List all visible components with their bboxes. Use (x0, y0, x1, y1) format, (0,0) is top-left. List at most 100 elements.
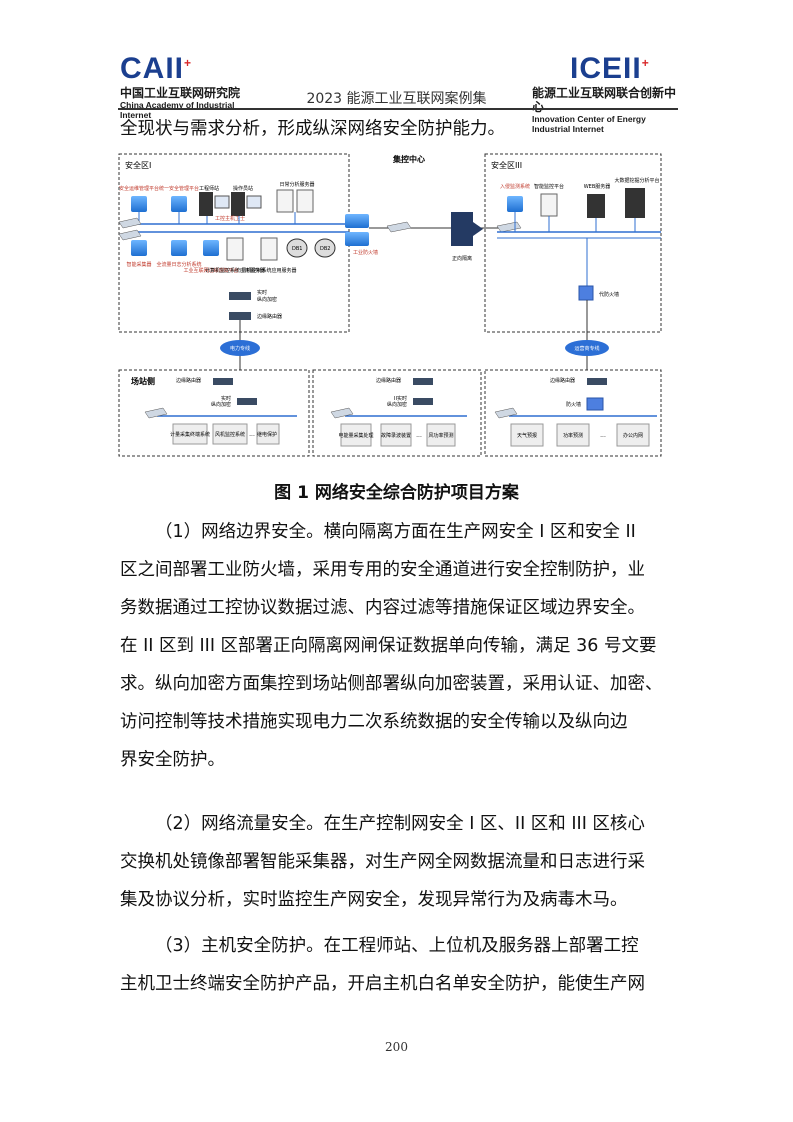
s1-device-0 (172, 423, 208, 445)
figure-caption: 图 1 网络安全综合防护项目方案 (274, 483, 519, 503)
gateway-label: 正向隔离 (452, 255, 472, 262)
wind-ctrl-app-server (260, 237, 278, 261)
center-title: 集控中心 (392, 154, 425, 164)
s2-encrypt-label: 纵向加密 (387, 401, 407, 408)
operator-station-monitor (246, 195, 262, 209)
s1-encrypt-label: 纵向加密 (211, 401, 231, 408)
z1-router-label: 边缘路由器 (257, 313, 282, 320)
s1-realtime-label: 实时 (221, 395, 231, 402)
s2-realtime-label: II实时 (394, 395, 407, 402)
proxy-firewall-label: 代防火墙 (599, 291, 619, 298)
edge-perception-device (203, 240, 219, 256)
power-net-cloud (220, 340, 260, 356)
s2-device-label-1: 故障录波装置 (381, 432, 411, 439)
web-server-device (587, 194, 605, 218)
db2-label: DB2 (320, 246, 330, 252)
s2-router-device (413, 378, 433, 385)
stations-title: 场站侧 (131, 376, 155, 386)
s3-device-label-1: 功率预测 (563, 432, 583, 439)
station1-box (118, 369, 310, 457)
s3-device-2 (616, 423, 650, 447)
traffic-log-device (171, 240, 187, 256)
paragraph-3: （3）主机安全防护。在工程师站、上位机及服务器上部署工控 主机卫士终端安全防护产… (120, 927, 676, 1003)
p1-line-1: 区之间部署工业防火墙，采用专用的安全通道进行安全控制防护，业 (120, 560, 645, 580)
center-switch-right (496, 221, 522, 233)
s1-device-label-2: 继电保护 (257, 431, 277, 438)
s3-device-0 (510, 423, 544, 447)
z1-bottom-label-3: 计算机监控系统应用服务器 (205, 267, 265, 274)
z1-bottom-label-4: 风机控制系统应用服务器 (241, 267, 296, 274)
zone3-title: 安全区III (491, 160, 522, 170)
scada-app-server (226, 237, 244, 261)
forward-isolation-gateway (451, 212, 473, 246)
z1-switch-bottom (118, 229, 142, 241)
z1-top-label-3: 操作员站 (233, 185, 253, 192)
security-ops-device (131, 196, 147, 212)
db1-label: DB1 (292, 246, 302, 252)
intro-line: 全现状与需求分析，形成纵深网络安全防护能力。 (120, 119, 505, 139)
s1-device-label-1: 风机监控系统 (215, 431, 245, 438)
z1-bottom-label-1: 全流量日志分析系统 (156, 261, 201, 268)
iceii-logo: ICEII+ 能源工业互联网联合创新中心 Innovation Center o… (532, 48, 682, 135)
header-title: 2023 能源工业互联网案例集 (306, 91, 487, 107)
s1-router-device (213, 378, 233, 385)
z1-top-label-2: 工程师站 (199, 185, 219, 192)
zone1-box (118, 153, 350, 333)
s2-device-1 (380, 423, 412, 447)
carrier-net-cloud (565, 340, 609, 356)
bigdata-platform-device (625, 188, 645, 218)
z3-label-1: 智能监控平台 (534, 183, 564, 190)
iceii-logo-mark: ICEII (570, 52, 642, 85)
z1-switch-top (118, 217, 142, 229)
p2-line-1: 交换机处镜像部署智能采集器，对生产网全网数据流量和日志进行采 (120, 852, 645, 872)
host-guard-label: 工控主机卫士 (215, 215, 245, 222)
p2-line-2: 集及协议分析，实时监控生产网安全，发现异常行为及病毒木马。 (120, 890, 628, 910)
s3-router-label: 边缘路由器 (550, 377, 575, 384)
s1-device-2 (256, 423, 280, 445)
p1-line-5: 访问控制等技术措施实现电力二次系统数据的安全传输以及纵向边 (120, 712, 628, 732)
caii-logo-mark: CAII (120, 52, 184, 85)
p3-line-1: 主机卫士终端安全防护产品，开启主机白名单安全防护，能使生产网 (120, 974, 645, 994)
s2-router-label: 边缘路由器 (376, 377, 401, 384)
z3-label-3: 大数据挖掘分析平台 (614, 177, 659, 184)
s2-device-label-0: 电能量采集处理 (338, 432, 373, 439)
smart-collector-device (131, 240, 147, 256)
page-header: CAII+ 中国工业互联网研究院 China Academy of Indust… (0, 0, 793, 134)
p3-line-0: （3）主机安全防护。在工程师站、上位机及服务器上部署工控 (155, 936, 639, 956)
z1-top-label-1: 统一安全管理平台 (159, 185, 199, 192)
z1-top-label-0: 安全运维管理平台 (119, 185, 159, 192)
unified-mgmt-device (171, 196, 187, 212)
z3-label-0: 入侵监测系统 (500, 183, 530, 190)
s3-firewall-label: 防火墙 (566, 401, 581, 408)
log-server-device-2 (296, 189, 314, 213)
db1-icon (286, 238, 308, 258)
industrial-firewall-bottom (345, 232, 369, 246)
s2-device-label-2: 风功率预测 (428, 432, 453, 439)
p2-line-0: （2）网络流量安全。在生产控制网安全 I 区、II 区和 III 区核心 (155, 814, 645, 834)
engineer-station-monitor (214, 195, 230, 209)
industrial-firewall-top (345, 214, 369, 228)
operator-station-device (231, 192, 245, 216)
z1-top-label-4: 日常分析服务器 (279, 181, 314, 188)
ids-device (507, 196, 523, 212)
network-diagram: 安全区I 集控中心 安全区III 场站侧 安全运维管理平台 统一安全管理平台 工… (118, 153, 662, 457)
z3-label-2: WEB服务器 (584, 183, 611, 190)
proxy-firewall-device (578, 285, 594, 301)
p1-line-6: 界安全防护。 (120, 750, 225, 770)
z1-bottom-label-2: 工业互联网边缘感知平台 (183, 267, 238, 274)
s3-device-label-2: 办公内网 (623, 432, 643, 439)
s1-encrypt-device (237, 398, 257, 405)
z1-bottom-label-0: 智能采集器 (126, 261, 151, 268)
s2-encrypt-device (413, 398, 433, 405)
s2-device-0 (340, 423, 372, 447)
p1-line-3: 在 II 区到 III 区部署正向隔离网闸保证数据单向传输，满足 36 号文要 (120, 636, 657, 656)
zone3-box (484, 153, 662, 333)
caii-logo: CAII+ 中国工业互联网研究院 China Academy of Indust… (120, 48, 260, 121)
carrier-net-label: 运营商专线 (574, 345, 599, 352)
s3-router-device (587, 378, 607, 385)
log-server-device-1 (276, 189, 294, 213)
z1-router-device (229, 312, 251, 320)
iceii-logo-cn: 能源工业互联网联合创新中心 (532, 86, 677, 114)
z1-realtime-label: 实时 (257, 289, 267, 296)
engineer-station-device (199, 192, 213, 216)
